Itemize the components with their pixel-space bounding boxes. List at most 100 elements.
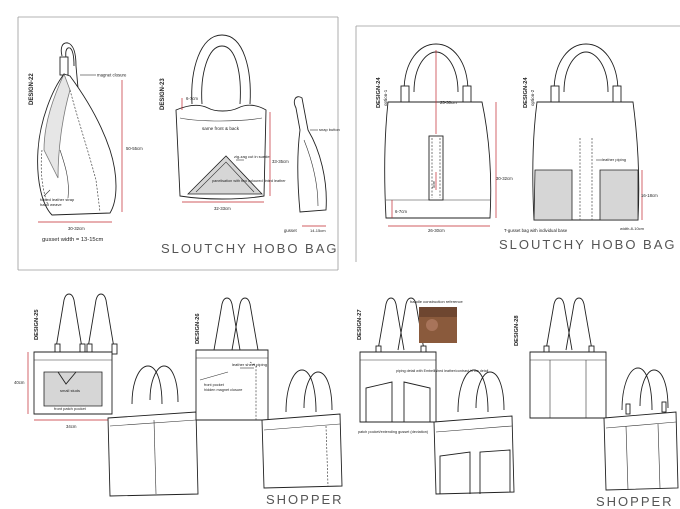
- design-26-note-pocket: front pocket: [204, 383, 225, 387]
- design-27-handle-left: [377, 297, 405, 351]
- design-26-note-piping: leather sheet piping: [232, 362, 267, 367]
- design-24-opt2-tab-right: [612, 85, 622, 103]
- design-27-pocket-left: [365, 381, 393, 422]
- design-23-height-label: 33-35cm: [272, 159, 289, 164]
- design-23-label: DESIGN-23: [160, 78, 166, 110]
- design-23-handle-inner: [201, 45, 241, 105]
- design-22-note-weave: hand weave: [40, 202, 62, 207]
- design-27-note-pocket: patch pocket/extending gusset (deviation…: [358, 430, 429, 434]
- design-24-opt2-handle-outer: [553, 43, 619, 93]
- design-26-note-magnet: hidden magnet closure: [204, 388, 242, 392]
- design-27-note-piping: piping detail with Embellished leather/c…: [396, 369, 488, 373]
- title-shopper-left: SHOPPER: [266, 492, 344, 507]
- design-24-opt1-base-label: 6-7cm: [395, 209, 407, 214]
- design-25-3d-centerline: [153, 419, 157, 495]
- design-27-handle-right: [397, 297, 425, 351]
- design-26-3d-piping: [325, 425, 329, 487]
- design-23-triangle-panel: [187, 155, 263, 195]
- design-25-pocket-notch: [57, 371, 77, 385]
- design-23-topline: [179, 117, 263, 122]
- design-24-opt2-note-width: width-8-10cm: [620, 226, 645, 231]
- design-24-opt1-handle-outer: [403, 43, 469, 93]
- design-26-handle-left: [213, 297, 241, 351]
- design-27-3d-pocket-left: [439, 451, 471, 494]
- design-25-3d-handle-2: [149, 365, 179, 403]
- design-25-3d-body: [107, 411, 199, 497]
- design-23-note-panel: panelisation with two coloured tinted le…: [212, 179, 286, 183]
- design-26-3d-body: [261, 413, 343, 489]
- design-22-buckle: [59, 56, 69, 76]
- design-28-body: [529, 351, 607, 419]
- design-23-drawing: DESIGN-23 6-7cm 33-35cm 32-33cm same fro…: [160, 34, 340, 233]
- design-28-3d-seam-left: [625, 425, 629, 491]
- design-28-3d-topline: [605, 421, 677, 429]
- design-23-handle-outer: [191, 34, 251, 105]
- design-24-opt1-height-label: 30-32cm: [496, 176, 513, 181]
- design-22-gusset-width: gusset width = 13-15cm: [42, 237, 104, 243]
- design-27-note-handle: handle construction reference: [410, 299, 463, 304]
- design-25-note-studs: small studs: [60, 388, 80, 393]
- title-slouchy-hobo-left: SLOUTCHY HOBO BAG: [161, 241, 339, 256]
- design-27-3d-handle-2: [475, 371, 505, 411]
- design-22-drawing: DESIGN-22 magnet closure folded leather …: [29, 42, 143, 243]
- design-28-3d-handle-2: [639, 369, 669, 409]
- design-26-handle-right: [231, 297, 259, 351]
- design-23-note-same: same front & back: [202, 126, 240, 131]
- design-25-3d-handle-1: [131, 365, 163, 405]
- design-24-option-1-drawing: DESIGN-24 option-1 25-30cm 30-32cm 6-7cm…: [376, 43, 513, 233]
- design-24-option-2-drawing: DESIGN-24 option-2 leather piping 16-18c…: [504, 43, 658, 233]
- design-26-3d-topline: [263, 423, 341, 431]
- design-24-opt2-note-piping: leather piping: [602, 157, 626, 162]
- design-26-drawing: DESIGN-26 leather sheet piping front poc…: [195, 297, 343, 489]
- design-28-label: DESIGN-28: [514, 315, 520, 346]
- design-28-handle-right: [565, 297, 593, 351]
- design-24-opt1-option: option-1: [383, 89, 388, 106]
- design-27-3d-handle-1: [457, 369, 489, 413]
- design-22-strap-inner: [65, 47, 75, 67]
- design-25-pocket: [43, 371, 103, 407]
- title-shopper-right: SHOPPER: [596, 494, 674, 509]
- design-24-opt1-strip-label: 5cm: [432, 181, 436, 188]
- design-22-gusset-shade: [43, 72, 71, 179]
- design-27-3d-body: [433, 415, 515, 495]
- design-22-height-label: 50-55cm: [126, 146, 143, 151]
- design-27-drawing: DESIGN-27 handle construction reference …: [357, 297, 515, 495]
- design-24-opt1-label: DESIGN-24: [376, 77, 382, 108]
- design-24-opt2-panel-right: [599, 169, 639, 221]
- design-24-opt2-panel-label: 16-18cm: [641, 193, 658, 198]
- design-28-handle-left: [545, 297, 573, 351]
- design-22-label: DESIGN-22: [29, 73, 35, 105]
- design-22-leader-2: [43, 189, 51, 197]
- design-23-drop-label: 6-7cm: [186, 96, 198, 101]
- design-24-opt1-tab-left: [400, 85, 410, 103]
- design-22-stitch-line: [69, 89, 101, 213]
- design-24-opt2-option: option-2: [530, 89, 535, 106]
- design-24-opt1-tab-right: [462, 85, 472, 103]
- design-24-opt2-note-tgusset: T-gusset bag with individual base: [504, 228, 568, 233]
- design-25-note-pocket: front patch pocket: [54, 406, 87, 411]
- design-28-3d-seam-right: [657, 423, 661, 489]
- design-25-label: DESIGN-25: [34, 309, 40, 340]
- design-22-note-strap: folded leather strap: [40, 197, 75, 202]
- design-23-note-zigzag: zig-zag cut in suede: [234, 154, 270, 159]
- design-25-height-label: 40cm: [14, 380, 25, 385]
- design-24-opt1-width-label: 26-30cm: [428, 228, 445, 233]
- design-26-3d-handle-2: [303, 371, 333, 411]
- design-25-width-label: 34cm: [66, 424, 77, 429]
- design-28-3d-tab-1: [625, 403, 631, 415]
- design-26-piping: [249, 361, 257, 420]
- design-25-drawing: DESIGN-25 small studs front patch pocket…: [14, 293, 199, 497]
- design-23-side-view: [293, 96, 327, 213]
- design-25-3d-topline: [109, 419, 197, 427]
- design-22-fold: [59, 149, 69, 199]
- design-27-3d-topline: [435, 425, 513, 433]
- design-24-opt1-center-strip: [428, 135, 444, 201]
- design-23-zigzag: [195, 161, 255, 193]
- design-23-side-fold: [303, 139, 319, 207]
- design-24-opt2-label: DESIGN-24: [523, 77, 529, 108]
- design-24-opt2-panel-left: [533, 169, 573, 221]
- title-slouchy-hobo-right: SLOUTCHY HOBO BAG: [499, 237, 677, 252]
- design-25-handle-left: [55, 293, 83, 349]
- design-26-3d-handle-1: [285, 369, 317, 413]
